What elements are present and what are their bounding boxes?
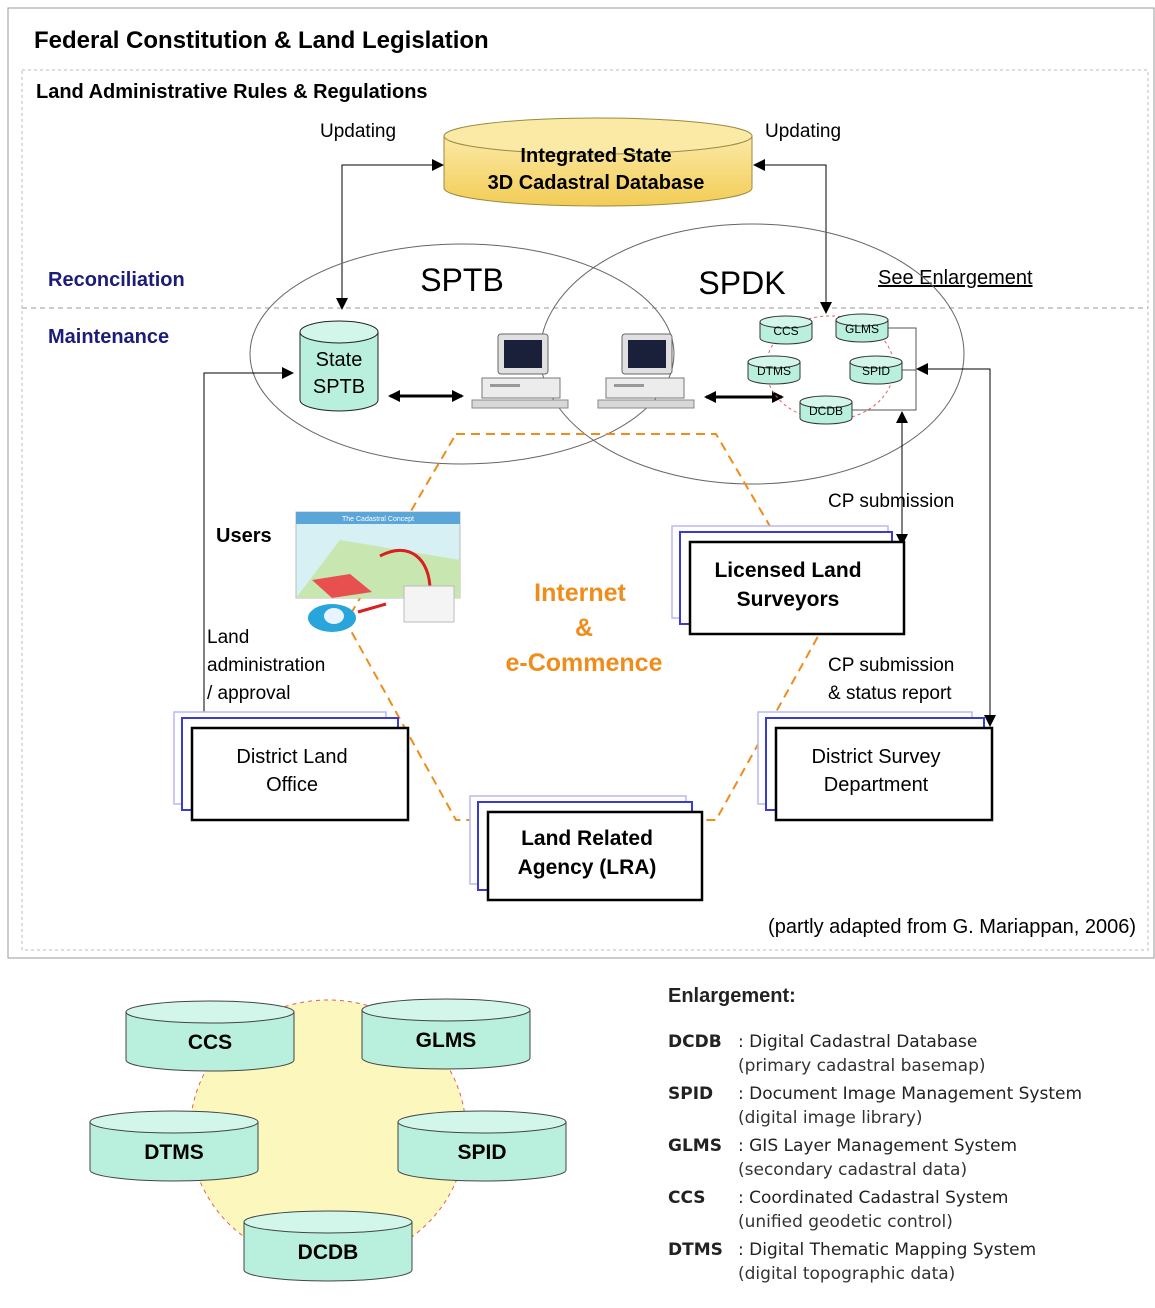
small-ccs-label: CCS (773, 324, 798, 338)
ccs-db-icon: CCS (759, 315, 813, 345)
licensed-line2: Surveyors (737, 588, 840, 611)
integrated-database-cylinder: Integrated State 3D Cadastral Database (443, 117, 753, 207)
outer-frame (7, 7, 1155, 959)
administration-label: administration (207, 655, 325, 676)
land-admin-arrow (198, 367, 294, 726)
users-image-title: The Cadastral Concept (342, 516, 414, 523)
sptb-circle (249, 243, 675, 465)
computer-icon (471, 333, 569, 409)
glossary-desc: : Coordinated Cadastral System (738, 1188, 1009, 1208)
glossary-abbr: CCS (668, 1188, 706, 1208)
db-title-line1: Integrated State (520, 145, 671, 167)
glossary-sub: (secondary cadastral data) (738, 1160, 968, 1180)
enl-spid-label: SPID (457, 1141, 506, 1164)
center-ecommence: e-Commence (506, 649, 663, 677)
updating-right-arrow (753, 159, 832, 314)
district-survey-department-box[interactable]: District Survey Department (757, 711, 994, 822)
licensed-land-surveyors-box[interactable]: Licensed Land Surveyors (671, 525, 906, 636)
glossary-abbr: SPID (668, 1084, 714, 1104)
credit-note: (partly adapted from G. Mariappan, 2006) (768, 916, 1136, 938)
glossary-desc: : Digital Thematic Mapping System (738, 1240, 1037, 1260)
district-survey-line2: Department (824, 774, 929, 796)
district-land-line2: Office (266, 774, 318, 796)
enl-dcdb-label: DCDB (298, 1241, 359, 1264)
center-ampersand: & (575, 614, 593, 642)
glossary-abbr: GLMS (668, 1136, 722, 1156)
see-enlargement-link[interactable]: See Enlargement (878, 267, 1033, 289)
lra-line1: Land Related (521, 827, 653, 850)
enlargement-heading: Enlargement: (668, 985, 796, 1007)
updating-left-arrow (336, 159, 444, 310)
lra-line2: Agency (LRA) (518, 856, 657, 879)
cp-submission-label: CP submission (828, 491, 954, 512)
state-sptb-line1: State (316, 349, 363, 371)
glossary-entry-glms: GLMS : GIS Layer Management System (secon… (668, 1134, 1148, 1182)
small-spid-label: SPID (862, 364, 890, 378)
glossary-desc: : Digital Cadastral Database (738, 1032, 978, 1052)
land-related-agency-box[interactable]: Land Related Agency (LRA) (469, 795, 704, 902)
users-label: Users (216, 525, 272, 547)
enl-glms-label: GLMS (416, 1029, 477, 1052)
glossary-sub: (digital topographic data) (738, 1264, 956, 1284)
enlargement-dtms-db: DTMS (89, 1110, 259, 1182)
glossary-desc: : GIS Layer Management System (738, 1136, 1018, 1156)
glossary-entry-dcdb: DCDB : Digital Cadastral Database (primar… (668, 1030, 1148, 1078)
small-db-cluster: CCS GLMS DTMS SPID DCDB (747, 313, 917, 425)
enlargement-glossary: Enlargement: DCDB : Digital Cadastral Dat… (668, 985, 1148, 1290)
enl-dtms-label: DTMS (144, 1141, 204, 1164)
glms-db-icon: GLMS (835, 313, 889, 343)
spid-db-icon: SPID (849, 355, 903, 385)
state-sptb-cylinder: State SPTB (299, 320, 379, 412)
enlargement-glms-db: GLMS (361, 998, 531, 1070)
users-concept-image: The Cadastral Concept (295, 511, 461, 632)
approval-label: / approval (207, 683, 290, 704)
glossary-entry-ccs: CCS : Coordinated Cadastral System (unifi… (668, 1186, 1148, 1234)
rules-title: Land Administrative Rules & Regulations (36, 81, 428, 103)
enl-ccs-label: CCS (188, 1031, 232, 1054)
district-land-office-box[interactable]: District Land Office (173, 711, 410, 822)
district-land-line1: District Land (236, 746, 347, 768)
land-label: Land (207, 627, 249, 648)
db-title-line2: 3D Cadastral Database (488, 172, 705, 194)
updating-right-label: Updating (765, 121, 841, 142)
cp-status-arrow (916, 363, 996, 727)
dcdb-db-icon: DCDB (799, 395, 853, 425)
glossary-sub: (digital image library) (738, 1108, 923, 1128)
enlargement-diagram: CCS GLMS DTMS SPID DCDB (89, 998, 567, 1282)
glossary-abbr: DTMS (668, 1240, 723, 1260)
glossary-abbr: DCDB (668, 1032, 722, 1052)
small-glms-label: GLMS (845, 322, 879, 336)
spdk-circle (539, 223, 965, 485)
small-dcdb-label: DCDB (809, 404, 843, 418)
updating-left-label: Updating (320, 121, 396, 142)
constitution-title: Federal Constitution & Land Legislation (34, 27, 489, 54)
status-report-label: & status report (828, 683, 952, 704)
licensed-line1: Licensed Land (714, 559, 861, 582)
enlargement-dcdb-db: DCDB (243, 1210, 413, 1282)
spdk-circle-label: SPDK (698, 265, 785, 301)
enlargement-ccs-db: CCS (125, 1000, 295, 1072)
sptb-circle-label: SPTB (420, 262, 504, 298)
glossary-sub: (primary cadastral basemap) (738, 1056, 986, 1076)
dtms-db-icon: DTMS (747, 355, 801, 385)
rules-frame (21, 69, 1149, 951)
enlargement-spid-db: SPID (397, 1110, 567, 1182)
glossary-desc: : Document Image Management System (738, 1084, 1083, 1104)
cp-submission2-label: CP submission (828, 655, 954, 676)
state-sptb-line2: SPTB (313, 376, 365, 398)
maintenance-label: Maintenance (48, 326, 169, 348)
glossary-sub: (unified geodetic control) (738, 1212, 953, 1232)
glossary-entry-dtms: DTMS : Digital Thematic Mapping System (d… (668, 1238, 1148, 1286)
glossary-entry-spid: SPID : Document Image Management System (… (668, 1082, 1148, 1130)
computer-icon (597, 333, 695, 409)
reconciliation-label: Reconciliation (48, 269, 185, 291)
small-dtms-label: DTMS (757, 364, 791, 378)
district-survey-line1: District Survey (812, 746, 941, 768)
center-internet: Internet (534, 579, 626, 607)
